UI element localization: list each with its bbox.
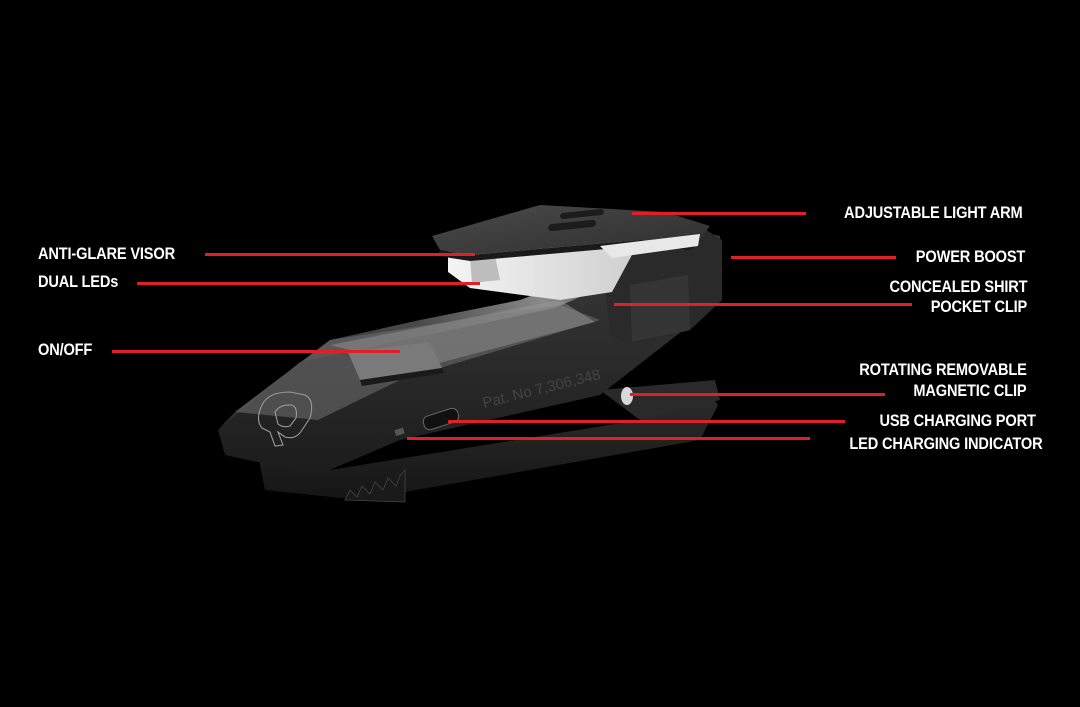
leader-line-rotating-removable-magnetic-clip [630,393,885,396]
leader-line-concealed-shirt-pocket-clip [614,303,912,306]
leader-line-power-boost [731,256,896,259]
label-concealed-shirt: CONCEALED SHIRT [889,277,1027,296]
label-usb-charging-port: USB CHARGING PORT [879,411,1036,430]
label-adjustable-light-arm: ADJUSTABLE LIGHT ARM [844,203,1024,222]
leader-line-usb-charging-port [448,420,845,423]
label-led-charging-indicator: LED CHARGING INDICATOR [848,434,1042,453]
label-anti-glare-visor: ANTI-GLARE VISOR [38,244,175,263]
leader-line-anti-glare-visor [205,253,475,256]
label-dual-leds: DUAL LEDs [38,272,119,291]
label-magnetic-clip: MAGNETIC CLIP [913,381,1027,400]
label-pocket-clip: POCKET CLIP [930,297,1028,316]
label-rotating-removable: ROTATING REMOVABLE [859,360,1028,379]
label-on-off: ON/OFF [38,340,93,359]
leader-line-adjustable-light-arm [632,212,806,215]
leader-line-on-off [112,350,400,353]
leader-line-dual-leds [137,282,480,285]
label-power-boost: POWER BOOST [915,247,1026,266]
leader-line-led-charging-indicator [407,437,810,440]
